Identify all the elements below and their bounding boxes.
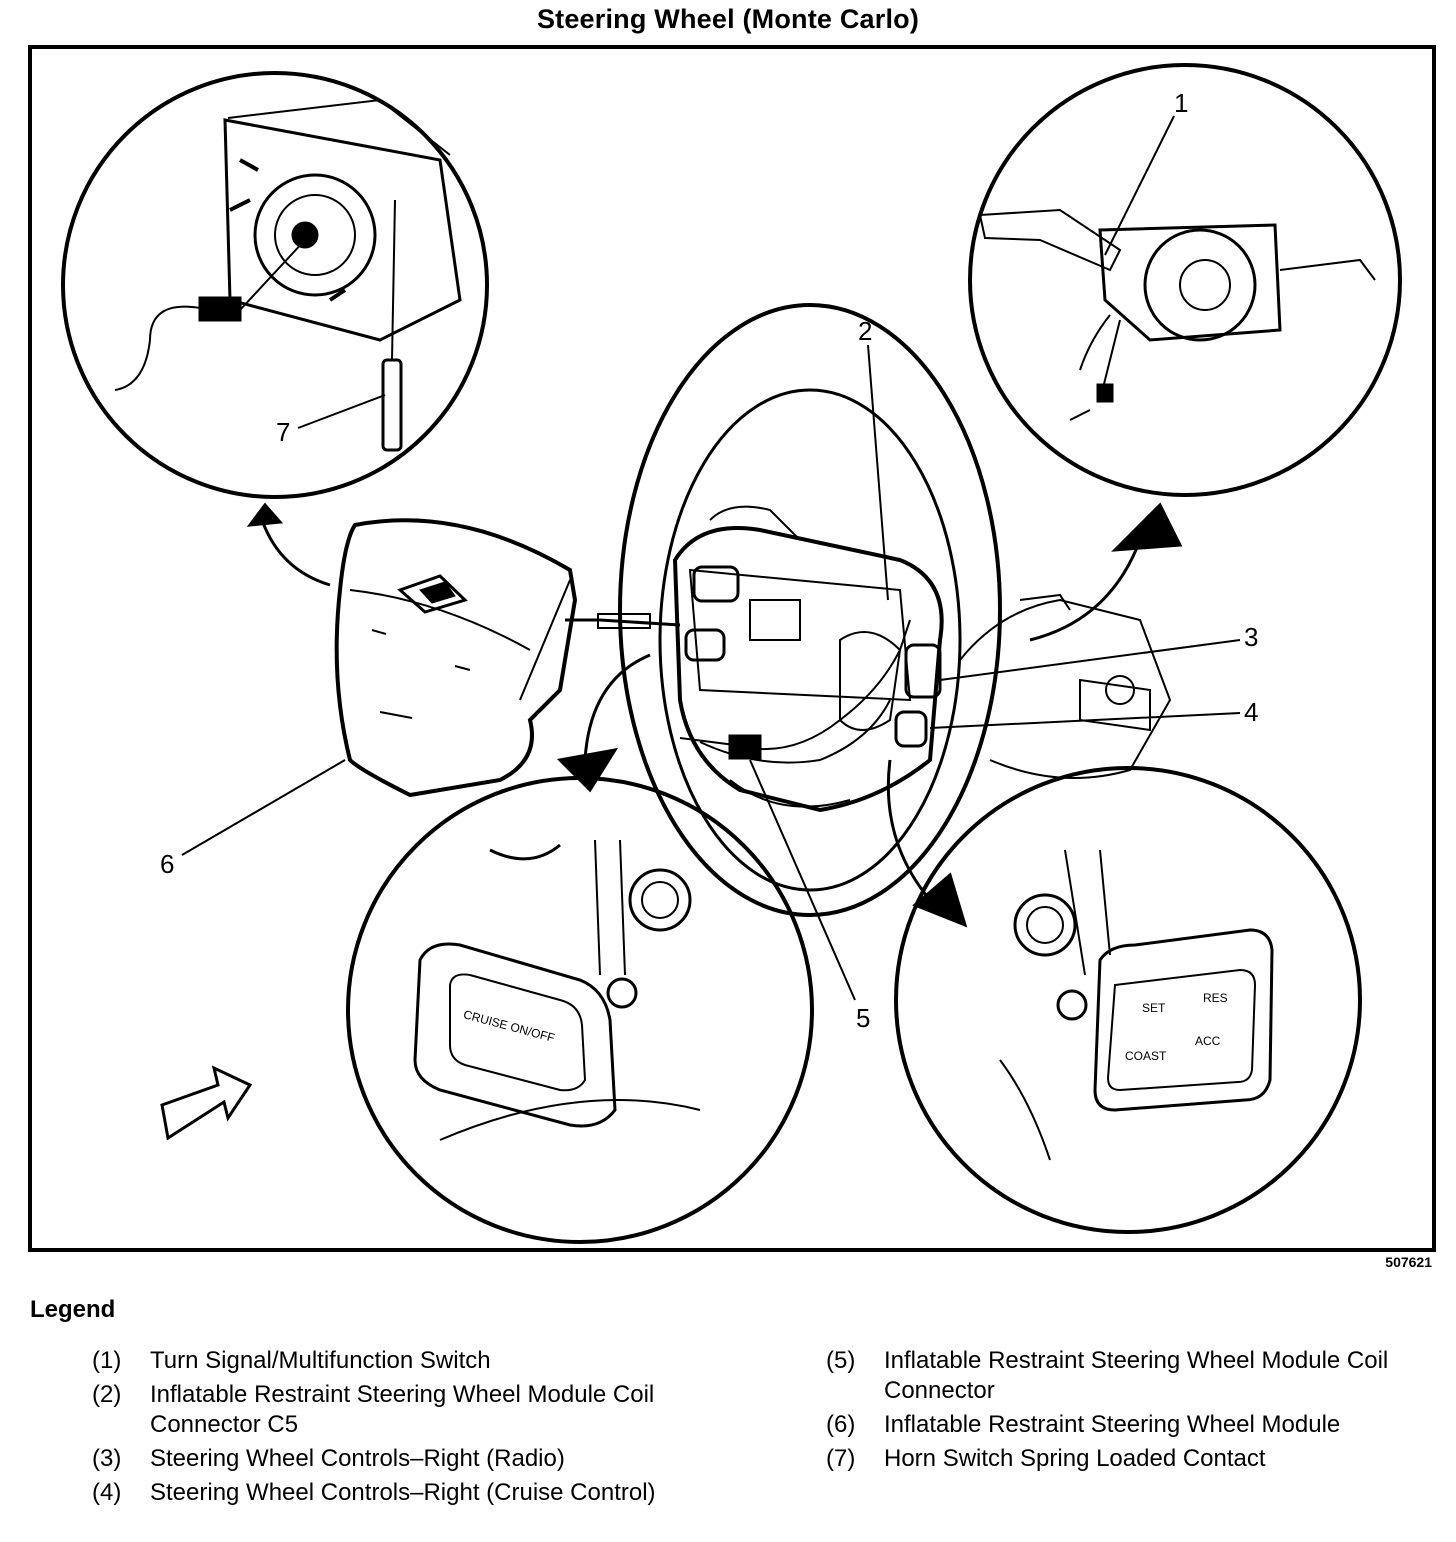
coast-label: COAST <box>1125 1049 1167 1063</box>
pointer-arrows <box>246 502 1183 928</box>
legend-text: Steering Wheel Controls–Right (Cruise Co… <box>150 1479 656 1506</box>
zoom-turn-signal-switch <box>968 63 1402 497</box>
diagram-frame <box>28 45 1436 1252</box>
steering-wheel <box>618 303 1002 917</box>
steering-wheel-diagram: 1 2 3 4 5 6 7 CRUISE ON/OFF SET RES COAS… <box>28 45 1436 1252</box>
steering-column <box>959 593 1172 779</box>
legend-item: (6) Inflatable Restraint Steering Wheel … <box>826 1410 1426 1440</box>
zoom-cruise-controls <box>894 766 1362 1234</box>
legend-text: Inflatable Restraint Steering Wheel Modu… <box>884 1347 1389 1404</box>
legend-text: Inflatable Restraint Steering Wheel Modu… <box>884 1411 1341 1438</box>
cruise-button-label: CRUISE ON/OFF <box>462 1007 556 1045</box>
legend-item: (5) Inflatable Restraint Steering Wheel … <box>826 1346 1426 1406</box>
coil-connector <box>728 734 762 760</box>
legend-number: (1) <box>92 1347 122 1374</box>
view-direction-arrow <box>160 1065 253 1141</box>
callout-4: 4 <box>1244 697 1258 727</box>
zoom-horn-contact <box>61 71 489 499</box>
legend-text: Horn Switch Spring Loaded Contact <box>884 1445 1266 1472</box>
legend-right-column: (5) Inflatable Restraint Steering Wheel … <box>826 1346 1426 1478</box>
airbag-connector-wire <box>565 618 681 627</box>
legend-item: (2) Inflatable Restraint Steering Wheel … <box>92 1380 692 1440</box>
legend-number: (6) <box>826 1411 856 1438</box>
horn-contact-probe <box>381 358 403 452</box>
set-label: SET <box>1142 1001 1166 1015</box>
callout-5: 5 <box>856 1003 870 1033</box>
legend-number: (4) <box>92 1479 122 1506</box>
legend-item: (4) Steering Wheel Controls–Right (Cruis… <box>92 1478 692 1508</box>
legend-text: Turn Signal/Multifunction Switch <box>150 1347 491 1374</box>
callout-2: 2 <box>858 316 872 346</box>
legend-number: (2) <box>92 1381 122 1408</box>
legend-item: (1) Turn Signal/Multifunction Switch <box>92 1346 692 1376</box>
acc-label: ACC <box>1195 1034 1221 1048</box>
callout-1: 1 <box>1174 88 1188 118</box>
legend-number: (5) <box>826 1347 856 1374</box>
legend-text: Steering Wheel Controls–Right (Radio) <box>150 1445 565 1472</box>
callout-7: 7 <box>276 417 290 447</box>
legend-title: Legend <box>30 1296 116 1323</box>
legend-number: (7) <box>826 1445 856 1472</box>
legend-number: (3) <box>92 1445 122 1472</box>
res-label: RES <box>1203 991 1228 1005</box>
legend-item: (7) Horn Switch Spring Loaded Contact <box>826 1444 1426 1474</box>
callout-6: 6 <box>160 849 174 879</box>
diagram-title: Steering Wheel (Monte Carlo) <box>536 4 920 34</box>
airbag-module <box>334 518 578 798</box>
callout-numbers: 1 2 3 4 5 6 7 <box>160 88 1258 1033</box>
legend-left-column: (1) Turn Signal/Multifunction Switch (2)… <box>92 1346 692 1512</box>
figure-id: 507621 <box>1385 1254 1432 1270</box>
legend-item: (3) Steering Wheel Controls–Right (Radio… <box>92 1444 692 1474</box>
leader-lines <box>181 115 1241 1001</box>
callout-3: 3 <box>1244 622 1258 652</box>
legend-text: Inflatable Restraint Steering Wheel Modu… <box>150 1381 655 1438</box>
zoom-cruise-button <box>346 776 814 1244</box>
